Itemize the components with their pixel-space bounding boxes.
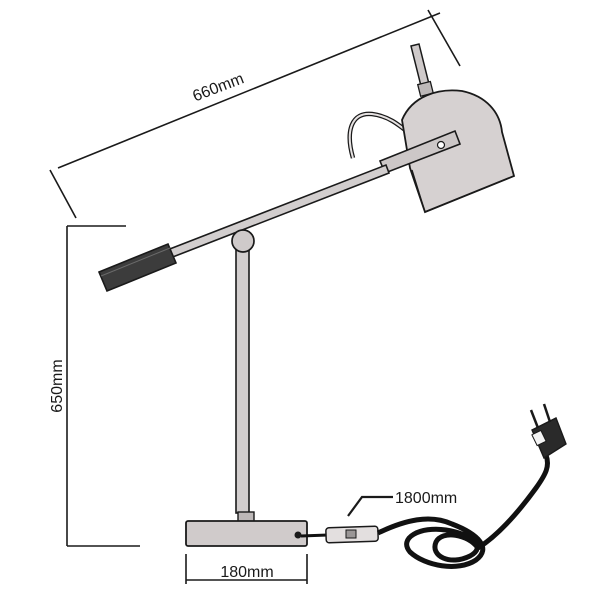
plug-label [531, 429, 547, 447]
plug-body [531, 417, 567, 460]
length-extension-left [49, 169, 77, 219]
height-label: 650mm [49, 359, 66, 412]
length-label: 660mm [190, 70, 246, 105]
cord-coil [376, 516, 486, 569]
lamp-stem [231, 229, 255, 523]
grip-highlight [100, 247, 171, 277]
cord-loop [347, 111, 412, 159]
length-extension-right [427, 9, 461, 67]
base-width-label: 180mm [220, 564, 273, 581]
shade-rim [411, 169, 515, 213]
plug-prong-right [542, 403, 552, 423]
pivot-ball [231, 229, 255, 253]
lamp-base [185, 520, 308, 547]
cord-loop-highlight [348, 112, 411, 159]
power-cord [300, 403, 567, 569]
switch-button [345, 529, 357, 539]
length-dimension-line [57, 12, 441, 169]
cord-length-label: 1800mm [395, 490, 457, 507]
arm-bar [160, 163, 391, 262]
base-width-dimension [185, 554, 308, 584]
lamp-head [347, 43, 516, 214]
stem-pole [235, 246, 250, 514]
cord-exit [294, 531, 302, 539]
base-plate [185, 520, 308, 547]
counterweight-grip [97, 242, 178, 293]
cord-to-plug [476, 454, 551, 551]
length-dimension [49, 9, 461, 219]
bracket-screw [436, 140, 446, 150]
plug-prong-left [529, 409, 540, 429]
cord-segment-base [300, 533, 329, 538]
height-dimension [66, 225, 140, 547]
lamp-shade [401, 89, 516, 214]
cord-length-leader [347, 495, 393, 517]
lamp-arm [97, 163, 391, 293]
